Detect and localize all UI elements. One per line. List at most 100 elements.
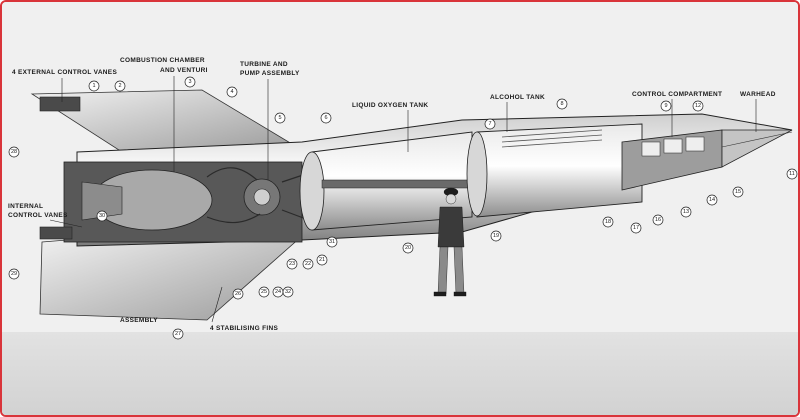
alcohol-feed-pipe	[321, 179, 473, 189]
callout-number: 1	[92, 83, 95, 89]
callout-13: 13	[680, 206, 692, 218]
human-scale-figure	[433, 187, 467, 297]
callout-22: 22	[302, 258, 314, 270]
external-control-vane-upper	[39, 96, 81, 112]
callout-number: 28	[11, 149, 17, 155]
callout-circle	[8, 146, 20, 158]
bottom-blur-strip	[2, 332, 798, 415]
callout-number: 23	[289, 261, 295, 267]
callout-circle	[680, 206, 692, 218]
callout-number: 2	[118, 83, 121, 89]
label-external-control-vanes: 4 EXTERNAL CONTROL VANES	[12, 69, 117, 76]
callout-circle	[402, 242, 414, 254]
label-control-compartment: CONTROL COMPARTMENT	[632, 91, 722, 98]
callout-2: 2	[114, 80, 126, 92]
callout-circle	[326, 236, 338, 248]
callout-number: 20	[405, 245, 411, 251]
callout-circle	[602, 216, 614, 228]
callout-26: 26	[232, 288, 244, 300]
callout-number: 19	[493, 233, 499, 239]
callout-circle	[282, 286, 294, 298]
callout-number: 6	[324, 115, 327, 121]
label-combustion-chamber: COMBUSTION CHAMBER	[120, 57, 205, 64]
callout-number: 21	[319, 257, 325, 263]
external-control-vane-lower	[39, 226, 73, 240]
callout-23: 23	[286, 258, 298, 270]
callout-circle	[96, 210, 108, 222]
callout-circle	[258, 286, 270, 298]
callout-circle	[226, 86, 238, 98]
turbine-hub	[253, 188, 271, 206]
callout-number: 22	[305, 261, 311, 267]
label-internal: INTERNAL	[8, 203, 43, 210]
callout-number: 7	[488, 121, 491, 127]
callout-32: 32	[282, 286, 294, 298]
instrument-box-1	[641, 141, 661, 157]
venturi-nozzle	[81, 181, 123, 221]
callout-circle	[706, 194, 718, 206]
callout-circle	[172, 328, 184, 340]
callout-circle	[556, 98, 568, 110]
callout-circle	[8, 268, 20, 280]
callout-31: 31	[326, 236, 338, 248]
callout-number: 32	[285, 289, 291, 295]
callout-6: 6	[320, 112, 332, 124]
callout-16: 16	[652, 214, 664, 226]
callout-number: 13	[683, 209, 689, 215]
lox-tank-dome	[299, 151, 325, 231]
callout-12: 12	[692, 100, 704, 112]
callout-circle	[630, 222, 642, 234]
label-turbine-and: TURBINE AND	[240, 61, 288, 68]
callout-number: 4	[230, 89, 233, 95]
instrument-box-2	[663, 138, 683, 154]
label-and-venturi: AND VENTURI	[160, 67, 208, 74]
callout-number: 14	[709, 197, 715, 203]
callout-number: 11	[789, 171, 795, 177]
callout-11: 11	[786, 168, 798, 180]
callout-circle	[732, 186, 744, 198]
callout-circle	[286, 258, 298, 270]
callout-circle	[316, 254, 328, 266]
tank-rib-lines	[501, 129, 603, 148]
callout-circle	[660, 100, 672, 112]
callout-number: 8	[560, 101, 563, 107]
label-alcohol-tank: ALCOHOL TANK	[490, 94, 545, 101]
callout-25: 25	[258, 286, 270, 298]
callout-number: 5	[278, 115, 281, 121]
callout-number: 18	[605, 219, 611, 225]
callout-1: 1	[88, 80, 100, 92]
callout-number: 17	[633, 225, 639, 231]
callout-20: 20	[402, 242, 414, 254]
callout-27: 27	[172, 328, 184, 340]
alcohol-tank-dome	[466, 131, 488, 217]
callout-14: 14	[706, 194, 718, 206]
callout-29: 29	[8, 268, 20, 280]
callout-28: 28	[8, 146, 20, 158]
callout-circle	[274, 112, 286, 124]
callout-30: 30	[96, 210, 108, 222]
warhead	[721, 129, 793, 168]
callout-number: 30	[99, 213, 105, 219]
callout-4: 4	[226, 86, 238, 98]
leader-lines	[49, 76, 757, 323]
label-assembly: ASSEMBLY	[120, 317, 158, 324]
callout-circle	[320, 112, 332, 124]
callout-8: 8	[556, 98, 568, 110]
warhead-fuse-line	[721, 131, 793, 148]
label-stabilising-fins: 4 STABILISING FINS	[210, 325, 278, 332]
callout-circle	[484, 118, 496, 130]
label-control-vanes: CONTROL VANES	[8, 212, 68, 219]
callout-number: 26	[235, 291, 241, 297]
callout-circle	[184, 76, 196, 88]
callout-number: 15	[735, 189, 741, 195]
callout-9: 9	[660, 100, 672, 112]
callout-number: 3	[188, 79, 191, 85]
instrument-box-3	[685, 136, 705, 152]
callout-circle	[232, 288, 244, 300]
callout-circle	[652, 214, 664, 226]
callout-24: 24	[272, 286, 284, 298]
callout-number: 9	[664, 103, 667, 109]
callout-number: 12	[695, 103, 701, 109]
